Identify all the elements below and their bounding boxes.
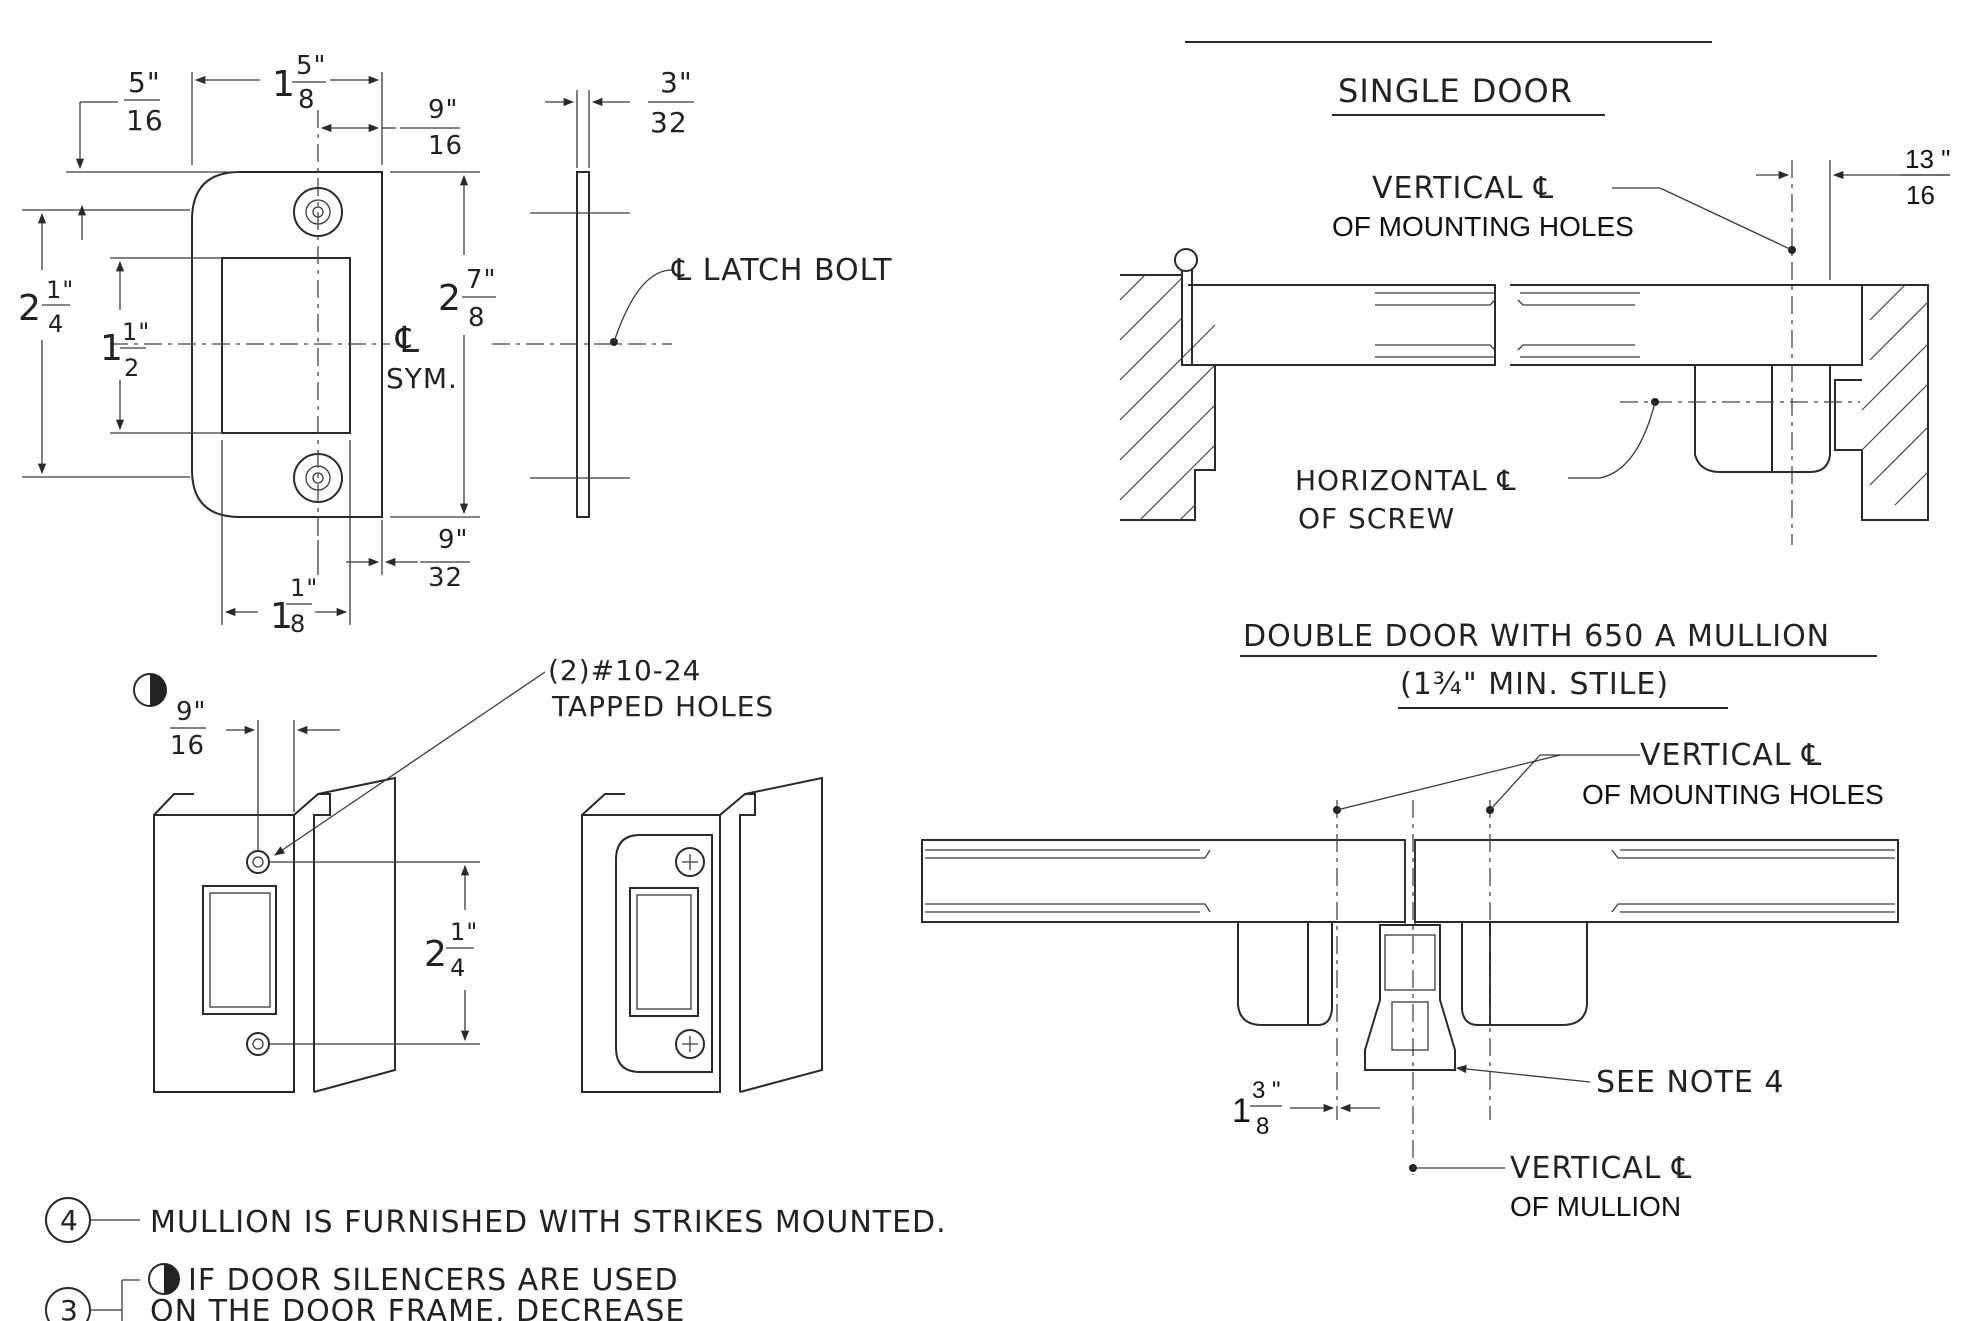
dim-1-5-8: 1 5" 8 bbox=[272, 51, 327, 115]
svg-text:16: 16 bbox=[1906, 180, 1935, 210]
svg-text:16: 16 bbox=[126, 104, 164, 137]
svg-text:5": 5" bbox=[296, 51, 327, 81]
mullion-cl-line1: VERTICAL ℄ bbox=[1510, 1151, 1692, 1186]
dim-5-16: 5" 16 bbox=[124, 66, 164, 137]
svg-text:2: 2 bbox=[438, 278, 462, 319]
svg-text:1: 1 bbox=[272, 64, 296, 105]
see-note-label: SEE NOTE 4 bbox=[1596, 1065, 1784, 1100]
svg-text:7": 7" bbox=[466, 265, 497, 295]
single-door-section bbox=[1119, 41, 1950, 545]
svg-text:4: 4 bbox=[48, 310, 64, 338]
svg-text:5": 5" bbox=[128, 66, 161, 99]
svg-text:1: 1 bbox=[100, 328, 124, 369]
double-vertical-cl-line1: VERTICAL ℄ bbox=[1640, 738, 1822, 773]
strike-mounted-on-frame-view bbox=[153, 671, 546, 1093]
note3-number: 3 bbox=[60, 1294, 79, 1321]
mullion-cl-line2: OF MULLION bbox=[1510, 1191, 1681, 1222]
latch-bolt-label: ℄ LATCH BOLT bbox=[671, 253, 893, 288]
svg-text:1": 1" bbox=[46, 276, 74, 304]
svg-text:1": 1" bbox=[122, 318, 150, 346]
svg-text:32: 32 bbox=[650, 106, 688, 139]
svg-text:8: 8 bbox=[290, 610, 306, 638]
strike-plate-front-view bbox=[110, 110, 390, 540]
centerline-symbol: ℄ bbox=[395, 320, 420, 361]
plate-dimension-lines bbox=[22, 72, 480, 625]
svg-text:8: 8 bbox=[468, 303, 486, 333]
svg-text:9": 9" bbox=[176, 697, 207, 727]
svg-text:3 ": 3 " bbox=[1252, 1077, 1281, 1104]
sym-label: SYM. bbox=[386, 362, 458, 395]
horizontal-cl-line1: HORIZONTAL ℄ bbox=[1295, 464, 1517, 497]
svg-text:8: 8 bbox=[298, 85, 316, 115]
svg-text:1: 1 bbox=[1232, 1092, 1251, 1130]
double-door-section bbox=[921, 655, 1899, 1175]
notes-section bbox=[45, 673, 180, 1321]
dim-1-1-2: 1 1" 2 bbox=[100, 318, 150, 382]
double-door-title: DOUBLE DOOR WITH 650 A MULLION bbox=[1243, 619, 1830, 654]
svg-text:13 ": 13 " bbox=[1905, 144, 1950, 174]
note3-line1: IF DOOR SILENCERS ARE USED bbox=[188, 1263, 679, 1298]
mount-dim-9-16: 9" 16 bbox=[170, 697, 207, 761]
svg-text:16: 16 bbox=[428, 131, 463, 161]
strike-plate-side-view bbox=[492, 90, 673, 518]
svg-text:4: 4 bbox=[450, 954, 466, 982]
single-vertical-cl-line1: VERTICAL ℄ bbox=[1372, 171, 1554, 206]
dim-3-32: 3" 32 bbox=[648, 66, 694, 139]
dim-2-1-4: 2 1" 4 bbox=[18, 276, 74, 338]
svg-text:9": 9" bbox=[438, 525, 469, 555]
mount-dim-2-1-4: 2 1" 4 bbox=[424, 918, 478, 982]
note3-line2: ON THE DOOR FRAME, DECREASE bbox=[150, 1294, 685, 1321]
svg-text:9": 9" bbox=[428, 95, 459, 125]
single-dim-13-16: 13 " 16 bbox=[1900, 144, 1950, 210]
svg-text:1: 1 bbox=[270, 596, 294, 637]
tapped-holes-line2: TAPPED HOLES bbox=[551, 690, 774, 723]
single-door-title: SINGLE DOOR bbox=[1338, 72, 1573, 110]
note4-number: 4 bbox=[60, 1204, 79, 1237]
double-vertical-cl-line2: OF MOUNTING HOLES bbox=[1582, 779, 1884, 810]
horizontal-cl-line2: OF SCREW bbox=[1298, 502, 1455, 535]
double-door-subtitle: (1¾" MIN. STILE) bbox=[1400, 667, 1669, 702]
tapped-holes-line1: (2)#10-24 bbox=[548, 654, 701, 687]
svg-text:2: 2 bbox=[18, 288, 42, 329]
svg-text:1": 1" bbox=[290, 574, 318, 602]
double-dim-1-3-8: 1 3 " 8 bbox=[1232, 1077, 1282, 1140]
dim-1-1-8: 1 1" 8 bbox=[270, 574, 318, 638]
svg-text:1": 1" bbox=[450, 918, 478, 946]
dim-9-32: 9" 32 bbox=[420, 525, 470, 593]
svg-text:32: 32 bbox=[428, 563, 463, 593]
svg-text:3": 3" bbox=[660, 66, 693, 99]
svg-text:8: 8 bbox=[1256, 1113, 1269, 1140]
single-vertical-cl-line2: OF MOUNTING HOLES bbox=[1332, 211, 1634, 242]
svg-text:2: 2 bbox=[424, 934, 448, 975]
svg-text:2: 2 bbox=[124, 354, 140, 382]
dim-9-16: 9" 16 bbox=[400, 95, 463, 161]
strike-with-screws-view bbox=[581, 776, 823, 1093]
note4-text: MULLION IS FURNISHED WITH STRIKES MOUNTE… bbox=[150, 1205, 947, 1240]
dim-2-7-8: 2 7" 8 bbox=[438, 265, 497, 333]
svg-text:16: 16 bbox=[170, 731, 205, 761]
